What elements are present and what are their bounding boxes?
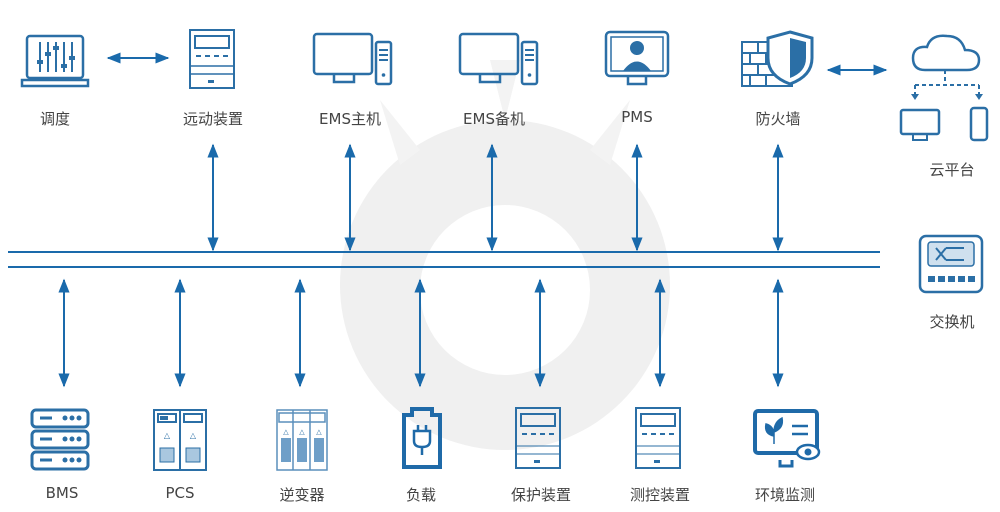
node-label-telecontrol: 远动装置 xyxy=(182,110,244,128)
svg-text:△: △ xyxy=(316,428,322,436)
node-label-switch: 交换机 xyxy=(929,313,975,331)
network-bus xyxy=(8,251,880,268)
node-label-bms: BMS xyxy=(45,484,79,502)
node-label-cloud: 云平台 xyxy=(929,161,975,179)
protection-device-icon xyxy=(514,406,566,474)
environment-monitor-icon xyxy=(752,408,824,476)
svg-text:△: △ xyxy=(190,431,197,440)
node-label-inverter: 逆变器 xyxy=(279,486,325,504)
firewall-icon xyxy=(740,28,816,92)
node-label-environment: 环境监测 xyxy=(754,486,816,504)
node-label-pcs: PCS xyxy=(165,484,195,502)
svg-text:△: △ xyxy=(299,428,305,436)
laptop-sliders-icon xyxy=(20,32,90,96)
server-rack-icon xyxy=(30,408,92,476)
node-label-firewall: 防火墙 xyxy=(755,110,801,128)
svg-text:△: △ xyxy=(164,431,171,440)
svg-text:△: △ xyxy=(283,428,289,436)
connection-arrows xyxy=(58,52,888,388)
node-label-measure-control: 测控装置 xyxy=(629,486,691,504)
cabinet-icon xyxy=(188,28,240,94)
node-label-dispatch: 调度 xyxy=(39,110,71,128)
desktop-computer-icon xyxy=(312,32,393,91)
node-label-load: 负载 xyxy=(405,486,437,504)
desktop-computer-icon xyxy=(458,32,539,91)
pcs-cabinet-icon: △△ xyxy=(152,408,212,476)
node-label-pms: PMS xyxy=(621,108,653,126)
monitor-user-icon xyxy=(604,30,670,92)
battery-plug-icon xyxy=(400,405,444,475)
node-label-protection: 保护装置 xyxy=(510,486,572,504)
node-label-ems-backup: EMS备机 xyxy=(463,110,525,128)
node-label-ems-main: EMS主机 xyxy=(319,110,381,128)
cloud-icon xyxy=(895,30,1000,149)
switch-icon xyxy=(918,234,984,300)
measure-control-device-icon xyxy=(634,406,686,474)
inverter-cabinet-icon: △ △ △ xyxy=(275,408,331,476)
